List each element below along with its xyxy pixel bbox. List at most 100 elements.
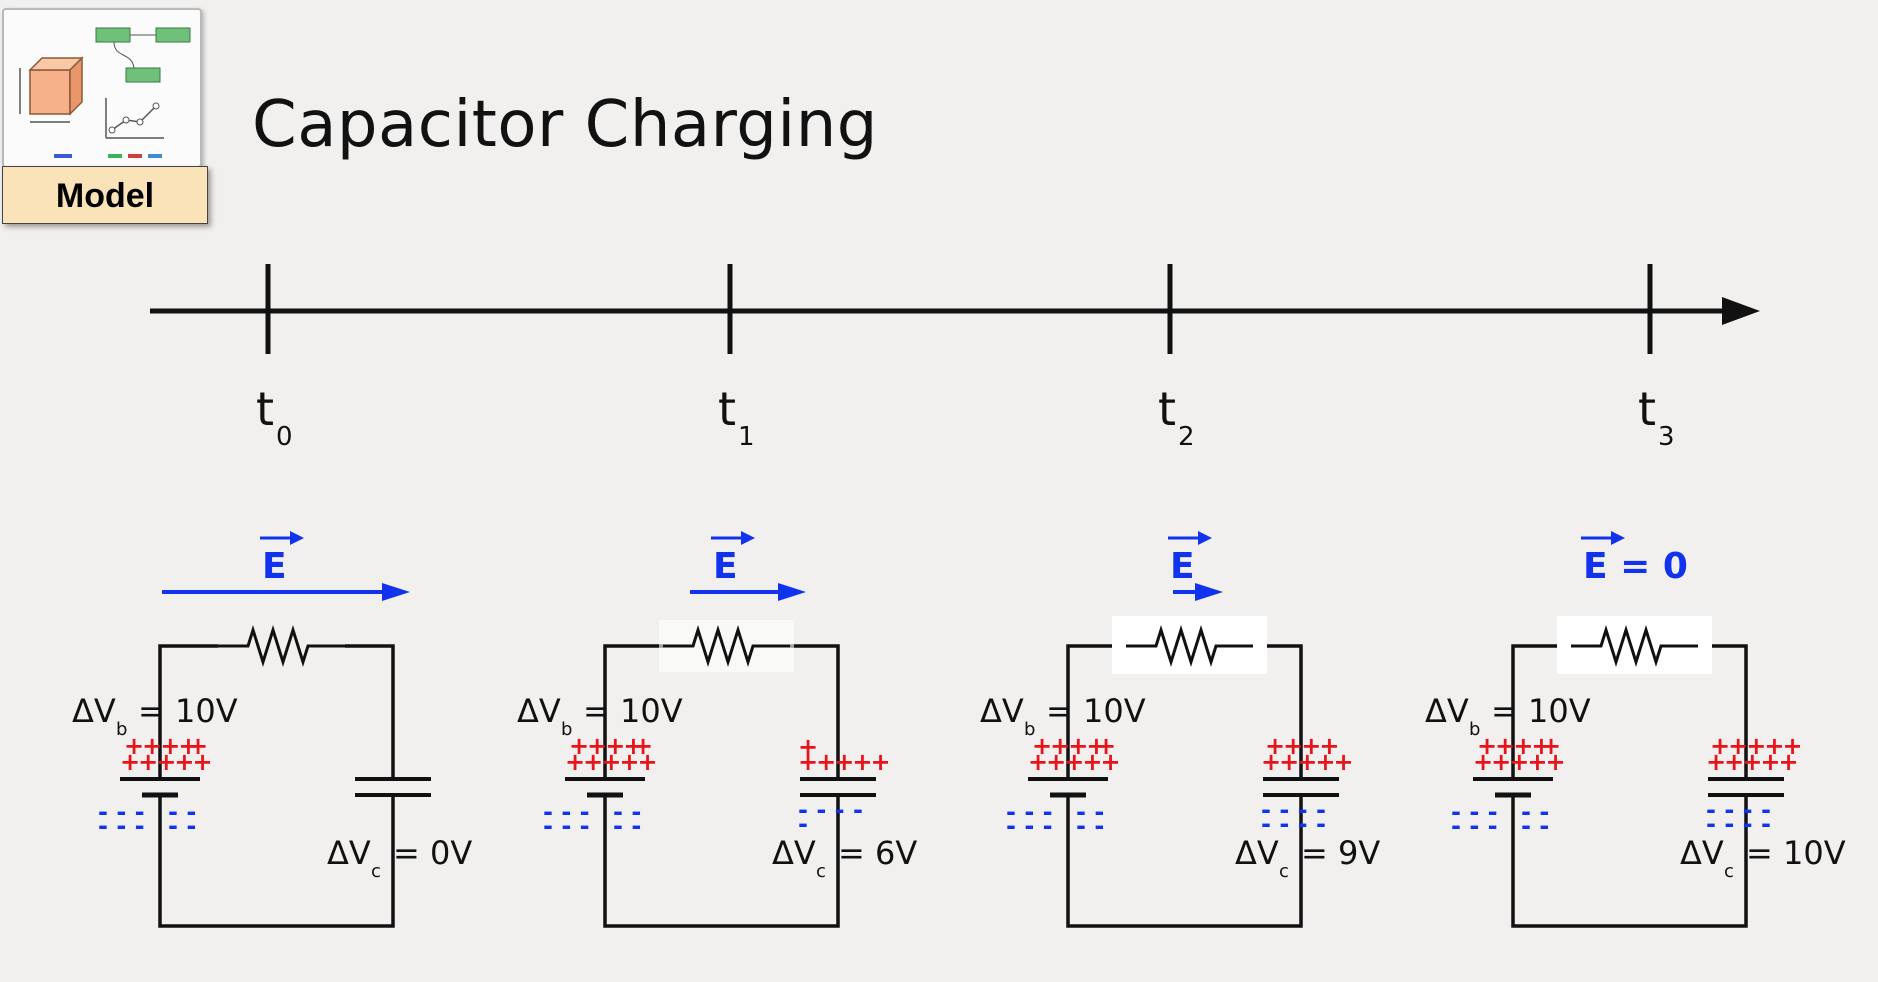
tick-label-sub: 3 xyxy=(1658,422,1675,452)
plus-charge-single: + xyxy=(1541,732,1561,760)
plus-charges: +++++ xyxy=(1473,748,1564,776)
wire-bottom xyxy=(1511,795,1748,928)
minus-charges: - - - - xyxy=(1261,810,1326,838)
resistor-symbol xyxy=(1571,624,1698,668)
model-badge: Model xyxy=(2,8,208,228)
plus-charges: ++++ xyxy=(1477,732,1549,760)
battery-label-main: ΔV xyxy=(980,692,1024,730)
resistor-symbol xyxy=(218,624,345,668)
minus-charges: - - - xyxy=(543,812,590,840)
minus-charges: - - - - xyxy=(798,796,863,824)
field-label-0: E xyxy=(260,531,304,587)
plus-charges: +++++ xyxy=(1261,748,1352,776)
battery-label-sub: b xyxy=(561,719,572,740)
minus-charges: - - xyxy=(1521,798,1549,826)
wire-right-top xyxy=(1253,644,1303,779)
minus-charges: - - - - xyxy=(1706,796,1771,824)
model-icon xyxy=(2,8,202,168)
minus-charges: - - - - xyxy=(1261,796,1326,824)
plus-charges: +++++ xyxy=(1706,748,1797,776)
timeline-arrowhead xyxy=(1722,297,1760,325)
wire-bottom xyxy=(603,795,840,928)
field-label-text: E xyxy=(713,546,738,587)
vector-head xyxy=(1198,531,1212,545)
battery-label-value: = 10V xyxy=(1491,692,1591,730)
minus-charges: - - xyxy=(168,812,196,840)
plus-charges: ++++ xyxy=(124,732,196,760)
tick-label-sub: 0 xyxy=(276,422,293,452)
wire-left-top xyxy=(158,644,218,779)
minus-charges: - - xyxy=(613,812,641,840)
plus-charge-single: + xyxy=(188,732,208,760)
plus-charge-single: + xyxy=(1096,732,1116,760)
minus-charges: - - xyxy=(1076,812,1104,840)
field-label-text: E xyxy=(1170,546,1195,587)
resistor-symbol xyxy=(1126,624,1253,668)
minus-charges: - - xyxy=(1521,812,1549,840)
field-arrowhead-1 xyxy=(778,583,806,601)
plus-charges: ++++ xyxy=(1265,732,1337,760)
battery-label-sub: b xyxy=(116,719,127,740)
plus-charges: ++++ xyxy=(1032,732,1104,760)
timeline-label-0: t0 xyxy=(256,382,293,452)
page-title: Capacitor Charging xyxy=(252,88,878,162)
minus-charges: - - xyxy=(168,798,196,826)
timeline-label-2: t2 xyxy=(1158,382,1195,452)
plus-charges: +++++ xyxy=(1028,748,1119,776)
plus-charges: +++++ xyxy=(120,748,211,776)
tick-label-main: t xyxy=(1158,382,1176,436)
field-label-text: E xyxy=(262,546,287,587)
battery-label-value: = 10V xyxy=(138,692,238,730)
resistor-symbol xyxy=(663,624,790,668)
plus-charge-single: + xyxy=(633,732,653,760)
minus-charges: - - - xyxy=(1006,812,1053,840)
timeline-label-1: t1 xyxy=(718,382,755,452)
wire-right-top xyxy=(1698,644,1748,779)
field-label-1: E xyxy=(711,531,755,587)
field-arrowhead-2 xyxy=(1195,583,1223,601)
tick-label-main: t xyxy=(1638,382,1656,436)
cap-plus-charge: + xyxy=(798,733,818,761)
battery-label-value: = 10V xyxy=(1046,692,1146,730)
capacitor-label-sub: c xyxy=(371,861,381,882)
capacitor-label-main: ΔV xyxy=(772,834,816,872)
capacitor-label-value: = 9V xyxy=(1301,834,1380,872)
model-badge-label: Model xyxy=(2,166,208,224)
capacitor-label-value: = 10V xyxy=(1746,834,1846,872)
wire-right-top xyxy=(345,644,395,779)
minus-charges: - - - xyxy=(1451,812,1498,840)
wire-left-top xyxy=(603,644,663,779)
plus-charges: +++++ xyxy=(1710,732,1801,760)
vector-head xyxy=(1611,531,1625,545)
capacitor-label-sub: c xyxy=(816,861,826,882)
battery-label-main: ΔV xyxy=(517,692,561,730)
wire-left-top xyxy=(1066,644,1126,779)
battery-label-main: ΔV xyxy=(1425,692,1469,730)
field-arrowhead-0 xyxy=(382,583,410,601)
battery-label-main: ΔV xyxy=(72,692,116,730)
tick-label-sub: 1 xyxy=(738,422,755,452)
minus-charges: - - - xyxy=(1451,798,1498,826)
battery-label-sub: b xyxy=(1469,719,1480,740)
tick-label-sub: 2 xyxy=(1178,422,1195,452)
minus-charges: - - - xyxy=(1006,798,1053,826)
vector-head xyxy=(290,531,304,545)
field-label-text: E = 0 xyxy=(1583,546,1688,587)
wire-right-top xyxy=(790,644,840,779)
minus-charges: - - - xyxy=(98,812,145,840)
capacitor-label-main: ΔV xyxy=(1235,834,1279,872)
capacitor-label-value: = 6V xyxy=(838,834,917,872)
